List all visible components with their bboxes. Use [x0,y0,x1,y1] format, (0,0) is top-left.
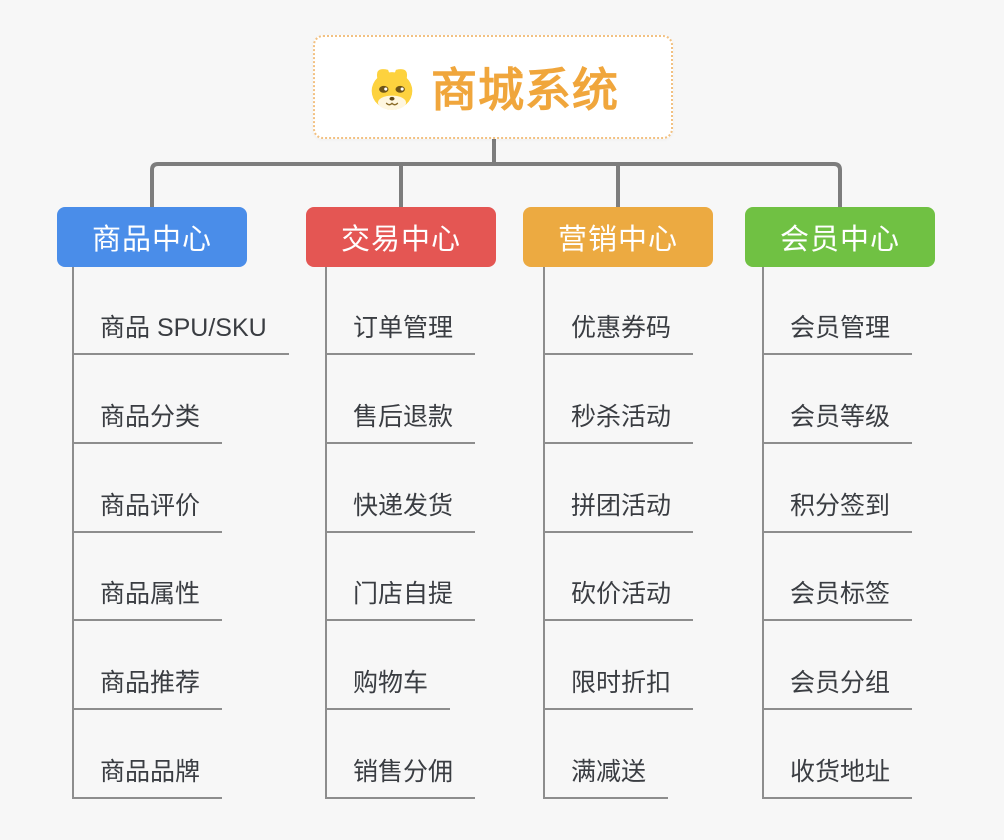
branch-children-line [325,267,327,799]
leaf-node[interactable]: 优惠券码 [543,308,694,355]
branch-node-marketing-center[interactable]: 营销中心 [523,207,713,267]
leaf-node[interactable]: 快递发货 [325,486,476,533]
leaf-node[interactable]: 商品品牌 [72,752,223,799]
leaf-node[interactable]: 门店自提 [325,574,476,621]
leaf-node[interactable]: 会员标签 [762,574,913,621]
branch-children-line [543,267,545,799]
branch-node-member-center[interactable]: 会员中心 [745,207,935,267]
leaf-node[interactable]: 会员管理 [762,308,913,355]
leaf-node[interactable]: 商品评价 [72,486,223,533]
branch-children-line [72,267,74,799]
leaf-node[interactable]: 秒杀活动 [543,397,694,444]
leaf-node[interactable]: 购物车 [325,663,451,710]
leaf-node[interactable]: 商品 SPU/SKU [72,308,289,355]
branch-children-line [762,267,764,799]
leaf-node[interactable]: 会员分组 [762,663,913,710]
leaf-node[interactable]: 订单管理 [325,308,476,355]
leaf-node[interactable]: 售后退款 [325,397,476,444]
dog-icon [371,69,413,110]
leaf-node[interactable]: 商品属性 [72,574,223,621]
leaf-node[interactable]: 收货地址 [762,752,913,799]
leaf-node[interactable]: 满减送 [543,752,669,799]
root-title: 商城系统 [431,64,619,116]
tree-connector-path [150,139,842,207]
branch-node-trade-center[interactable]: 交易中心 [306,207,496,267]
leaf-node[interactable]: 积分签到 [762,486,913,533]
leaf-node[interactable]: 会员等级 [762,397,913,444]
root-node[interactable]: 商城系统 [313,35,673,139]
leaf-node[interactable]: 砍价活动 [543,574,694,621]
leaf-node[interactable]: 商品分类 [72,397,223,444]
branch-node-product-center[interactable]: 商品中心 [57,207,247,267]
leaf-node[interactable]: 限时折扣 [543,663,694,710]
leaf-node[interactable]: 商品推荐 [72,663,223,710]
leaf-node[interactable]: 销售分佣 [325,752,476,799]
leaf-node[interactable]: 拼团活动 [543,486,694,533]
